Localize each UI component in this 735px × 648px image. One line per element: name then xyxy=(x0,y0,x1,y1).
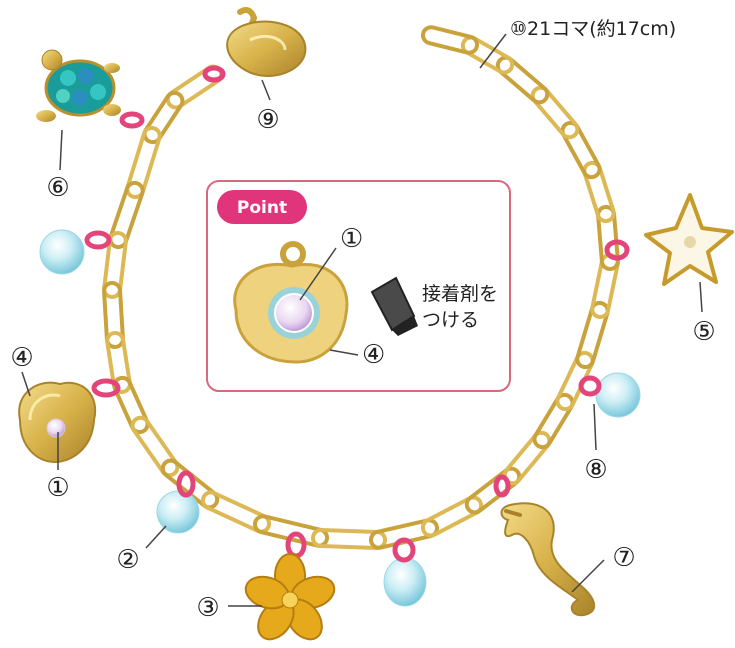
chain-length-label: ⑩21コマ(約17cm) xyxy=(510,18,676,40)
chain-link xyxy=(102,280,125,350)
chain xyxy=(102,25,620,550)
chain-link xyxy=(460,35,515,75)
bead-8 xyxy=(578,372,641,418)
point-badge xyxy=(217,190,307,224)
chain-link xyxy=(102,230,128,300)
chain-link xyxy=(420,495,484,538)
chain-link xyxy=(495,55,550,105)
label-2: ② xyxy=(116,545,139,575)
chain-link xyxy=(310,528,388,550)
glue-instruction-line-1: 接着剤を xyxy=(422,283,498,305)
chain-link xyxy=(596,204,620,272)
chain-link xyxy=(464,466,522,515)
label-7: ⑦ xyxy=(612,543,635,573)
chain-link xyxy=(142,90,185,145)
leader-lines xyxy=(21,33,703,607)
chain-link xyxy=(200,490,272,534)
label-4: ④ xyxy=(10,343,33,373)
flower-charm xyxy=(244,531,336,641)
bead-2 xyxy=(156,470,200,534)
chain-link xyxy=(130,415,180,478)
chain-link xyxy=(590,252,620,320)
turtle-charm xyxy=(36,49,145,129)
point-badge-label: Point xyxy=(237,198,287,218)
bead-bottom xyxy=(383,537,427,607)
inset-pearl xyxy=(274,293,314,333)
glue-instruction-line-2: つける xyxy=(422,309,479,331)
label-5: ⑤ xyxy=(692,317,715,347)
lobster-clasp xyxy=(202,7,307,83)
point-inset: Point ① ④ 接着剤を つける xyxy=(206,180,511,392)
label-3: ③ xyxy=(196,593,219,623)
chain-link xyxy=(532,392,575,450)
chain-link xyxy=(582,160,616,224)
label-1: ① xyxy=(46,473,69,503)
chain-link xyxy=(160,458,220,510)
chain-link xyxy=(560,120,602,180)
chain-link xyxy=(555,350,595,412)
starfish-charm xyxy=(604,193,734,286)
chain-link xyxy=(530,85,580,140)
seahorse-charm xyxy=(493,474,595,617)
shell-bail xyxy=(280,241,306,267)
chain-link xyxy=(125,125,162,200)
inset-callout-4: ④ xyxy=(362,340,385,370)
inset-callout-1: ① xyxy=(340,224,363,254)
chain-link xyxy=(575,300,610,370)
chain-link xyxy=(112,375,150,435)
label-8: ⑧ xyxy=(584,455,607,485)
glue-tube-icon xyxy=(370,276,418,336)
chain-link xyxy=(420,25,480,55)
chain-link xyxy=(502,430,552,486)
label-9: ⑨ xyxy=(256,105,279,135)
chain-link xyxy=(105,330,132,395)
shell-charm xyxy=(18,378,121,464)
label-6: ⑥ xyxy=(46,173,69,203)
chain-link xyxy=(108,180,145,250)
bead-left xyxy=(39,229,112,275)
